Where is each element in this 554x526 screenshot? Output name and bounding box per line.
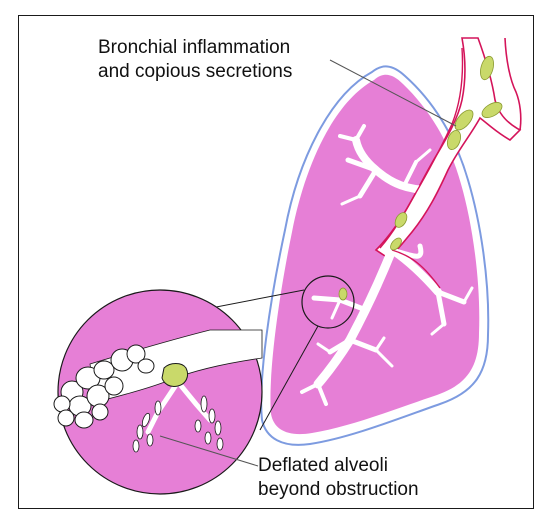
inset-mucus-plug [161,363,189,387]
bronchus-right-wall [504,37,522,131]
lung-body [270,74,480,435]
alveoli-line-1: Deflated alveoli [258,455,388,476]
inflamed-wall-lower [391,249,441,289]
deflated-alveoli-label: Deflated alveoli beyond obstruction [258,454,419,502]
inflammation-line-2: and copious secretions [98,61,293,82]
inflammation-line-1: Bronchial inflammation [98,37,291,58]
lower-bronchial-tree [300,243,474,406]
lung-outline [260,65,490,446]
mucus-plugs [338,55,503,301]
main-bronchus [374,37,522,259]
magnified-inset [53,289,263,495]
leader-line-alveoli [159,435,259,467]
normal-alveoli-cluster [53,344,155,429]
leader-line-inflammation [329,59,457,127]
upper-bronchial-tree [338,124,434,206]
zoom-connector-bottom [259,325,319,431]
bronchial-inflammation-label: Bronchial inflammation and copious secre… [98,36,292,84]
alveoli-line-2: beyond obstruction [258,479,419,500]
detail-highlight-circle [301,275,355,329]
deflated-alveoli [132,395,224,453]
